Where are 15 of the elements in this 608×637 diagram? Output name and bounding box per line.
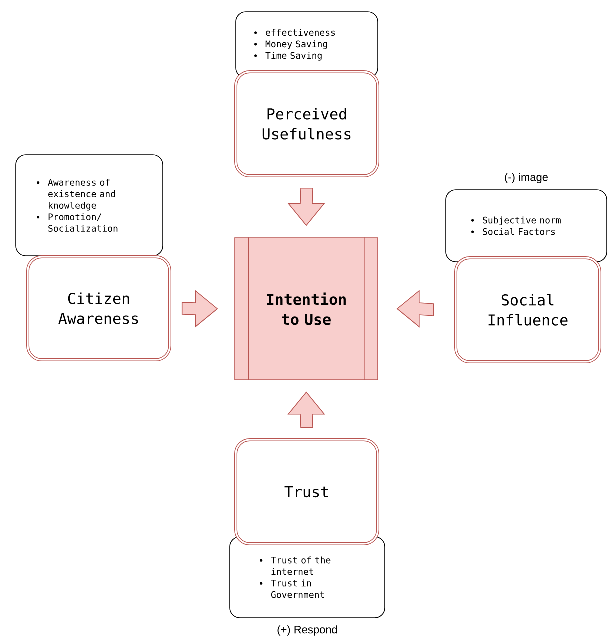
beside-note: (-) image [505,173,548,184]
beside-note: (+) Respond [278,626,338,636]
block-arrow [288,392,326,428]
factor-box: Social Influence [454,256,602,364]
process-box: Intention to Use [234,237,378,381]
block-arrow [182,290,218,328]
factor-box: Perceived Usefulness [234,70,380,178]
bullet-list-box: Subjective norm Social Factors [446,190,608,262]
factor-box: Trust [234,438,380,546]
bullet-list-box: Awareness of existence and knowledge Promotion/ Socialization [16,154,164,256]
block-arrow [288,188,326,226]
bullet-list-box: Trust of the internet Trust in Government [230,536,386,618]
factor-box: Citizen Awareness [26,256,172,362]
bullet-list-box: effectiveness Money Saving Time Saving [236,12,378,78]
block-arrow [396,290,434,328]
